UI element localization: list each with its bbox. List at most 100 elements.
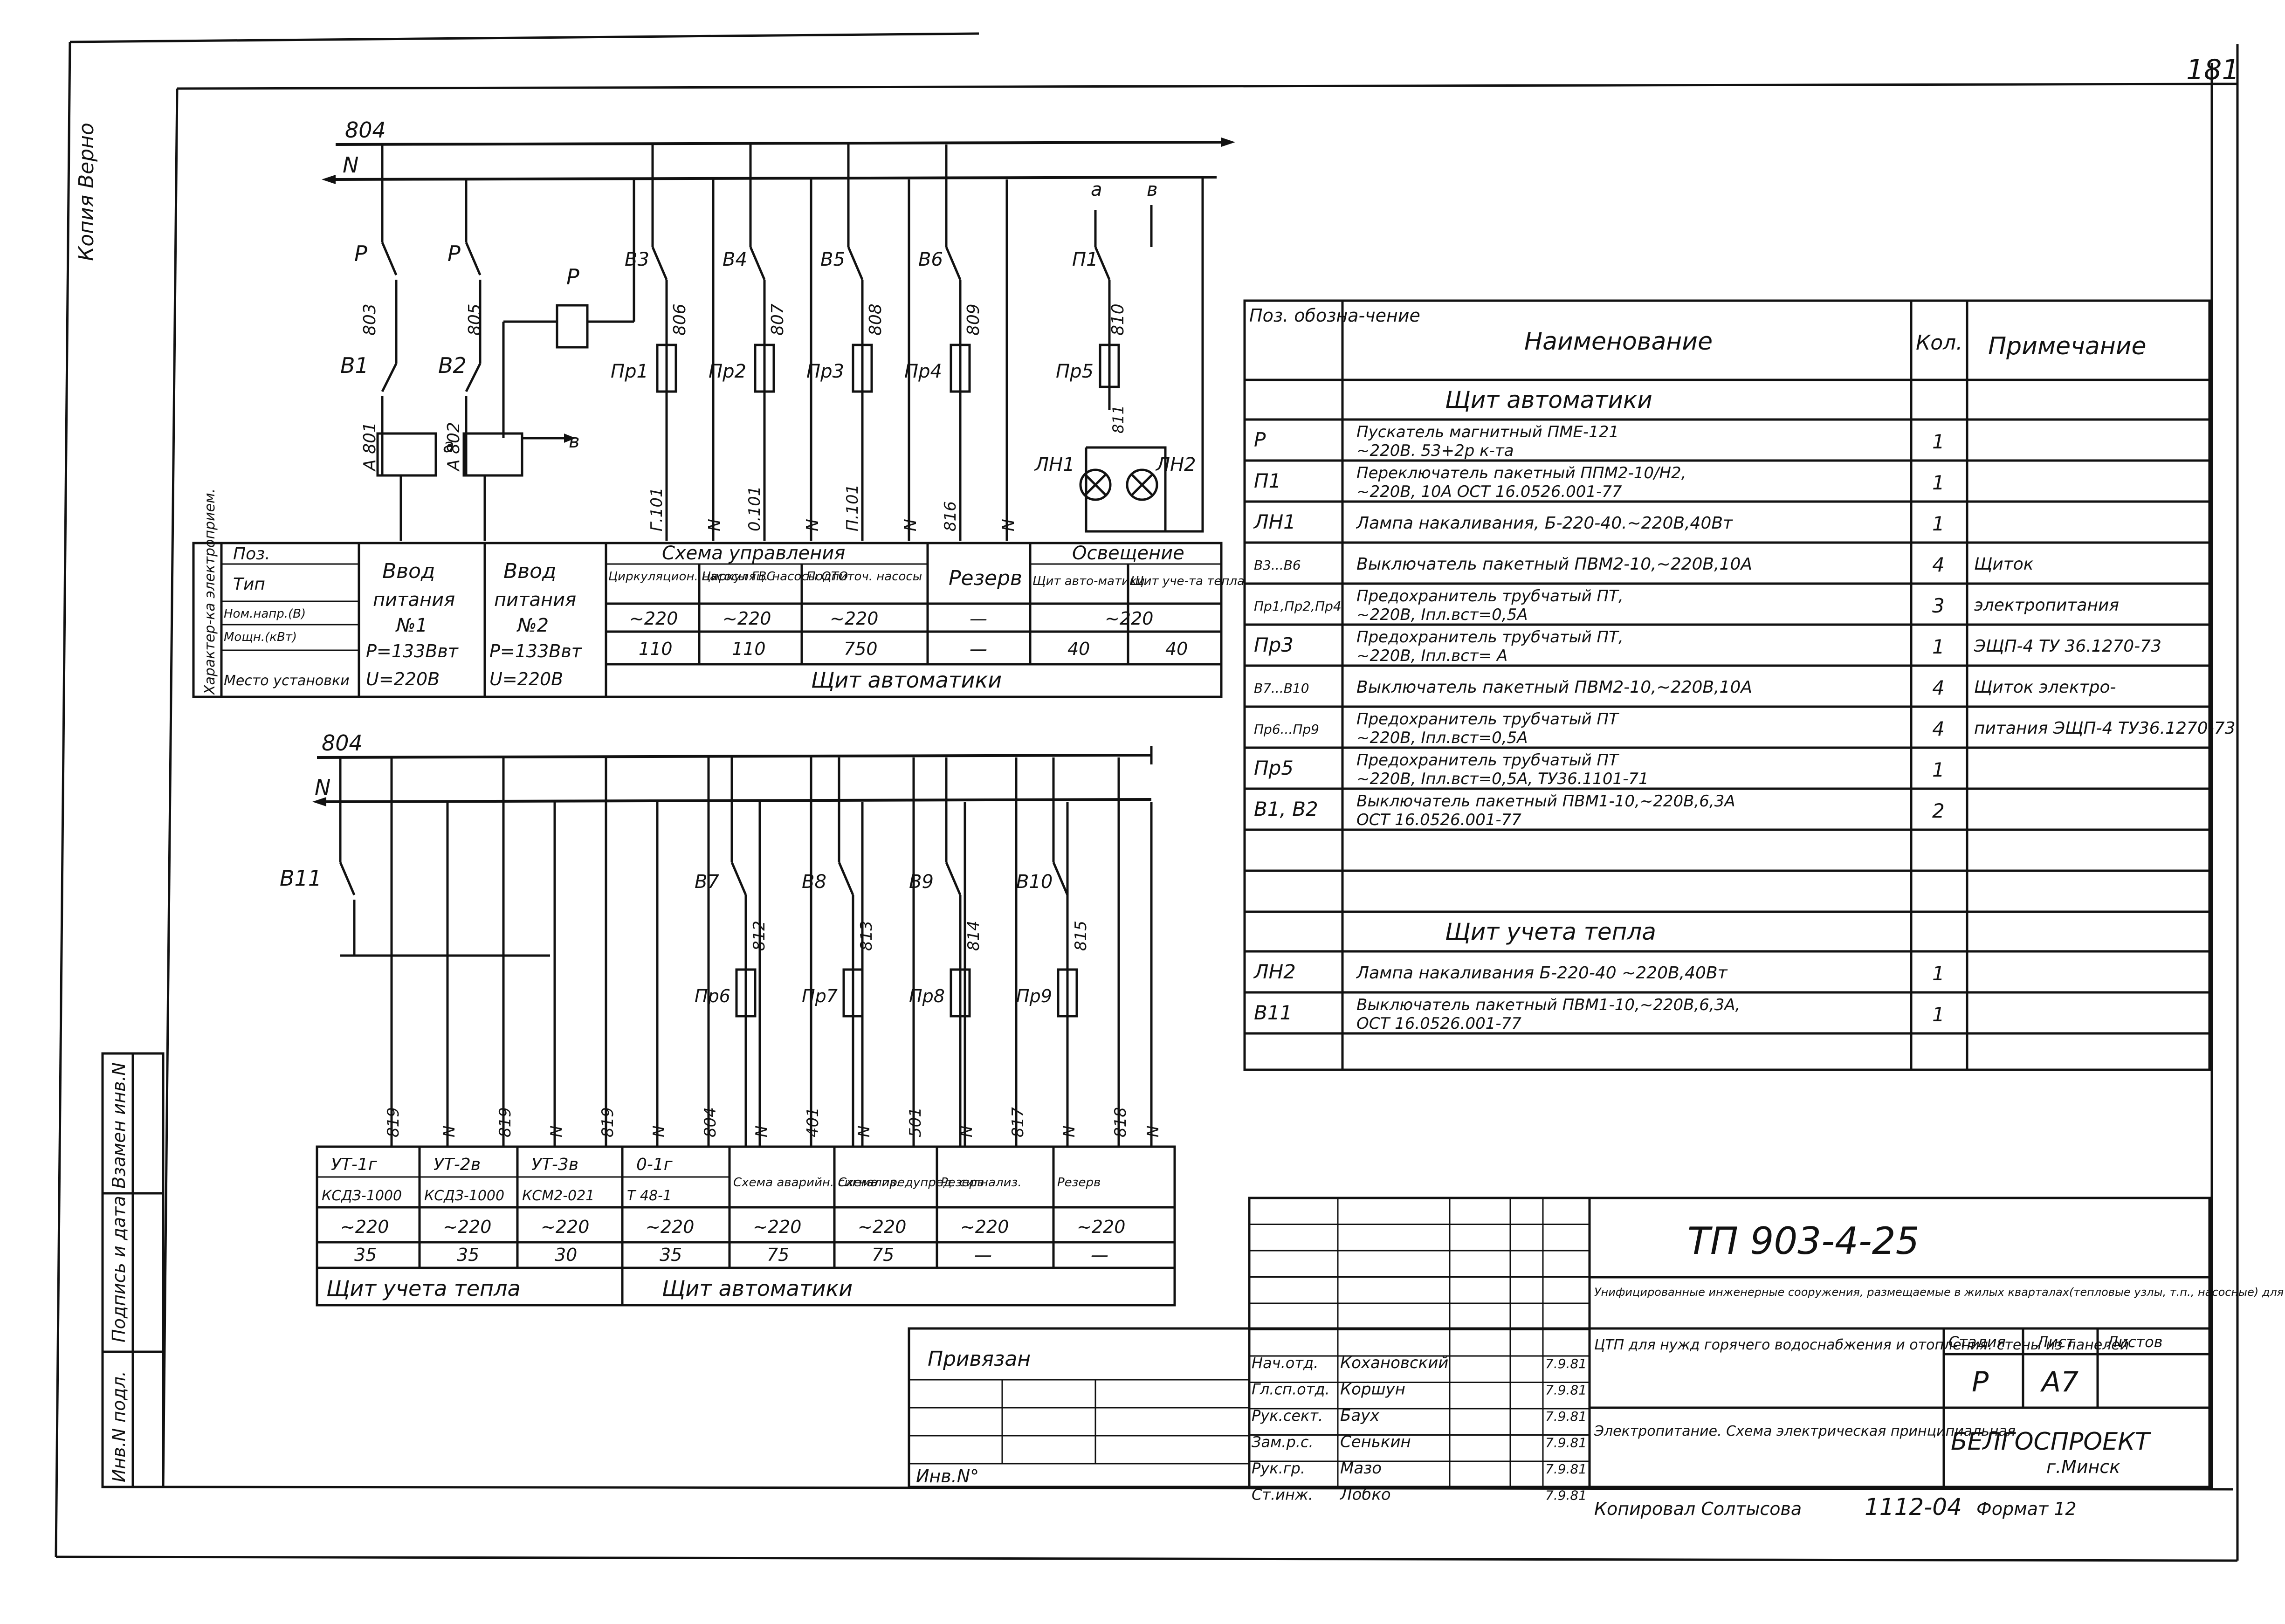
spec-rows1-4-note: электропитания — [1974, 596, 2119, 615]
tt-reserve-v: — — [970, 608, 987, 629]
bottom-wire-1: 813 — [857, 921, 876, 951]
tb-stage: Р — [1972, 1366, 1989, 1398]
bottom-switch-3: В10 — [1016, 871, 1053, 893]
tt-light-header: Освещение — [1072, 543, 1184, 564]
spec-rows1-8-pos: Пр5 — [1254, 757, 1294, 779]
spec-rows1-2-pos: ЛН1 — [1253, 510, 1296, 533]
spec-rows1-2-qty: 1 — [1932, 512, 1945, 535]
bottom-out-12: 817 — [1009, 1107, 1027, 1137]
spec-rows1-6-pos: В7...В10 — [1254, 681, 1309, 696]
spec-h-qty: Кол. — [1916, 331, 1962, 355]
bt-col-2-p: 30 — [555, 1245, 577, 1265]
tt-reserve-name: Резерв — [949, 566, 1022, 590]
tb-signer-0-name: Кохановский — [1340, 1354, 1448, 1372]
spec-rows2-0-pos: ЛН2 — [1253, 960, 1296, 983]
bt-col-6-a: Резерв — [941, 1176, 984, 1190]
tt-in1-l4: Р=133Ввт — [366, 641, 459, 661]
tb-signer-4-role: Рук.гр. — [1252, 1459, 1305, 1477]
top-fuse-3: Пр1 — [611, 361, 648, 382]
top-tag-v: в — [569, 431, 580, 452]
bottom-fuse-3: Пр9 — [1016, 986, 1052, 1006]
spec-rows1-1-l2: ~220В, 10А ОСТ 16.0526.001-77 — [1356, 482, 1622, 501]
tb-signer-2-name: Баух — [1340, 1406, 1380, 1425]
spec-h-pos: Поз. обозна-чение — [1249, 305, 1420, 326]
tt-sub1-name: Циркуляц. насосы ОТО — [702, 570, 848, 584]
top-wire-811: 811 — [1109, 405, 1127, 434]
bt-col-0-b: КСДЗ-1000 — [322, 1188, 402, 1204]
tb-description: Унифицированные инженерные сооружения, р… — [1594, 1286, 2285, 1299]
spec-rows1-5-pos: Пр3 — [1254, 633, 1294, 656]
tb-signer-3-name: Сенькин — [1340, 1433, 1411, 1452]
tb-signer-3-role: Зам.р.с. — [1252, 1433, 1314, 1451]
bottom-out-14: 818 — [1111, 1107, 1130, 1137]
tt-light0-name: Щит авто-матики — [1032, 574, 1145, 588]
spec-rows1-0-l1: Пускатель магнитный ПМЕ-121 — [1356, 423, 1619, 441]
bt-col-7-p: — — [1091, 1245, 1108, 1265]
tt-in2-l5: U=220В — [489, 669, 563, 689]
top-n-5: N — [901, 519, 920, 531]
strip-label-replace: Взамен инв.N — [109, 1062, 129, 1189]
bt-col-5-p: 75 — [872, 1245, 894, 1265]
tb-signer-4-date: 7.9.81 — [1545, 1461, 1587, 1477]
spec-rows1-5-qty: 1 — [1932, 635, 1945, 658]
top-fuse-5: Пр3 — [806, 361, 844, 382]
bt-col-7-a: Резерв — [1057, 1176, 1101, 1190]
bt-col-4-v: ~220 — [753, 1217, 801, 1237]
tb-code: ТП 903-4-25 — [1687, 1219, 1920, 1263]
bt-col-2-v: ~220 — [541, 1217, 589, 1237]
top-out-3: Г.101 — [647, 487, 666, 531]
tb-signer-5-date: 7.9.81 — [1545, 1488, 1587, 1503]
bottom-wire-3: 815 — [1072, 921, 1090, 951]
spec-rows1-3-note: Щиток — [1974, 555, 2034, 574]
tt-in2-l2: питания — [494, 589, 576, 611]
spec-rows2-1-qty: 1 — [1932, 1003, 1945, 1026]
spec-rows2-1-l1: Выключатель пакетный ПВМ1-10,~220В,6,3А, — [1356, 996, 1740, 1014]
bt-col-1-b: КСДЗ-1000 — [424, 1188, 504, 1204]
tt-bottom-label: Щит автоматики — [811, 667, 1002, 693]
bottom-out-10: 501 — [906, 1107, 925, 1137]
top-switch-3: В3 — [625, 249, 649, 270]
spec-table: Поз. обозна-чение Наименование Кол. Прим… — [1243, 299, 2236, 1071]
tt-row-power: Мощн.(кВт) — [224, 630, 297, 644]
bottom-out-2: 819 — [496, 1107, 515, 1137]
bottom-out-5: N — [650, 1126, 668, 1137]
bt-col-3-b: Т 48-1 — [627, 1188, 672, 1204]
tt-sub1-v: ~220 — [723, 608, 771, 629]
top-switch-6: В6 — [918, 249, 943, 270]
spec-rows2-0-l1: Лампа накаливания Б-220-40 ~220В,40Вт — [1356, 963, 1728, 983]
bottom-fuse-1: Пр7 — [802, 986, 838, 1006]
tt-row-pos: Поз. — [233, 544, 270, 564]
top-out-4: 0.101 — [745, 486, 764, 531]
bt-col-1-v: ~220 — [443, 1217, 491, 1237]
top-fuse-4: Пр2 — [709, 361, 746, 382]
strip-label-inv: Инв.N подл. — [109, 1371, 129, 1482]
spec-rows2-1-l2: ОСТ 16.0526.001-77 — [1356, 1014, 1521, 1033]
spec-rows1-4-l1: Предохранитель трубчатый ПТ, — [1356, 587, 1624, 606]
tb-signer-0-date: 7.9.81 — [1545, 1356, 1587, 1371]
top-n-6: N — [999, 519, 1018, 531]
bt-col-7-v: ~220 — [1077, 1217, 1125, 1237]
top-switch-p1: Р — [354, 241, 367, 266]
spec-rows1-7-l1: Предохранитель трубчатый ПТ — [1356, 710, 1619, 729]
top-schematic: 804 N Р 803 В1 А 801 а Р 805 В2 А 802 в — [322, 117, 1235, 541]
top-n-4: N — [803, 519, 822, 531]
spec-rows1-9-pos: В1, В2 — [1254, 798, 1318, 820]
tb-inv: Инв.N° — [916, 1466, 979, 1486]
spec-section-2: Щит учета тепла — [1445, 918, 1656, 945]
top-wire-801: А 801 — [360, 422, 379, 472]
top-wire-5: 808 — [866, 303, 885, 336]
bottom-out-6: 804 — [701, 1107, 720, 1137]
bottom-out-15: N — [1144, 1126, 1163, 1137]
bt-col-3-v: ~220 — [646, 1217, 694, 1237]
spec-rows1-8-qty: 1 — [1932, 758, 1945, 781]
page-number: 181 — [2186, 54, 2240, 86]
bt-col-3-a: 0-1г — [636, 1155, 673, 1174]
tt-in2-l4: Р=133Ввт — [489, 641, 583, 661]
bt-col-1-a: УТ-2в — [434, 1155, 481, 1174]
spec-rows1-8-l2: ~220В, Iпл.вст=0,5А, ТУ36.1101-71 — [1356, 770, 1649, 788]
tb-signer-1-date: 7.9.81 — [1545, 1383, 1587, 1398]
top-tag-a: а — [443, 435, 454, 457]
spec-rows1-4-l2: ~220В, Iпл.вст=0,5А — [1356, 606, 1528, 624]
top-table: Характер-ка электроприем. Поз. Тип Ном.н… — [192, 489, 1245, 698]
tt-in1-l5: U=220В — [366, 669, 440, 689]
